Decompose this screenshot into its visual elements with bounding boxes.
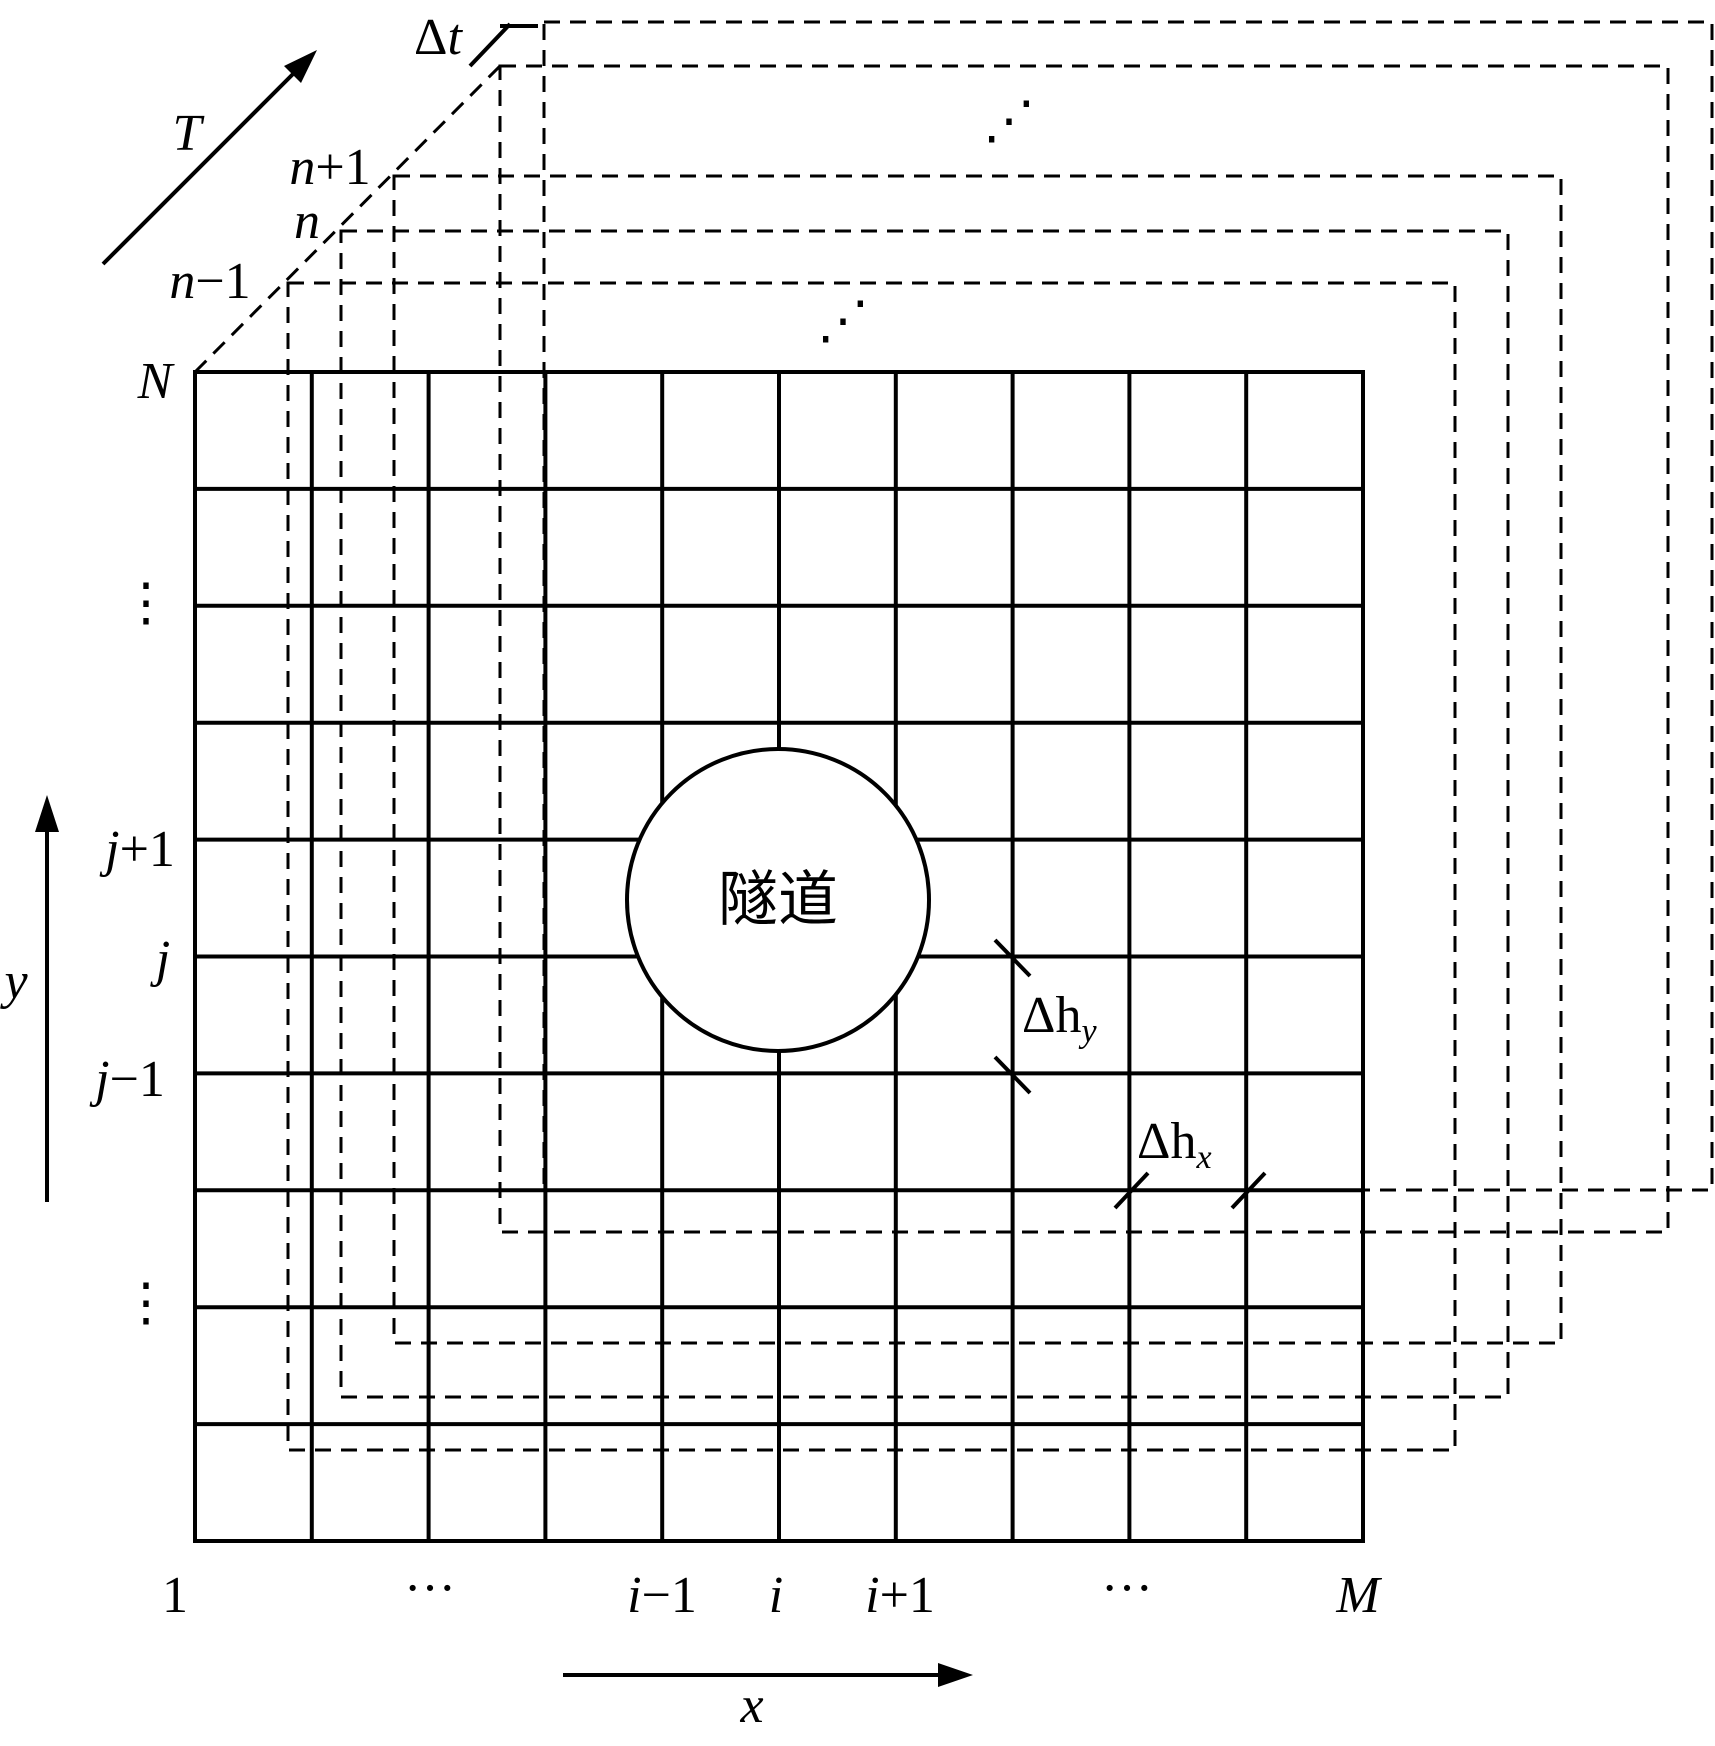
delta-hx-marker <box>1113 1171 1267 1210</box>
time-layer-frames <box>193 20 1714 1452</box>
t-axis-label: T <box>173 105 205 162</box>
time-layer-n-plus-1-frame <box>392 174 1563 1345</box>
tunnel-label: 隧道 <box>718 865 838 935</box>
delta-hx-label: Δhx <box>1137 1113 1212 1176</box>
x-axis-arrow <box>563 1663 973 1687</box>
y-tick-j-minus-1: j−1 <box>89 1051 165 1108</box>
x-tick-i-plus-1: i+1 <box>865 1567 935 1624</box>
y-tick-j-plus-1: j+1 <box>99 821 175 878</box>
time-dots-near: ⋰ <box>817 293 869 350</box>
y-tick-dots-upper: ⋮ <box>120 575 172 632</box>
x-tick-dots-right: ··· <box>1101 1560 1153 1617</box>
time-dots-far: ⋰ <box>983 93 1035 150</box>
x-tick-i-minus-1: i−1 <box>627 1567 697 1624</box>
time-layer-far-frame <box>498 64 1670 1234</box>
y-tick-top: N <box>137 353 176 410</box>
time-diagonal <box>193 64 502 374</box>
time-axis-arrow <box>101 50 317 266</box>
delta-hy-label: Δhy <box>1022 987 1097 1050</box>
time-label-n-plus-1: n+1 <box>289 139 370 196</box>
time-layer-n-frame <box>339 229 1510 1399</box>
x-axis-label: x <box>739 1677 763 1734</box>
tunnel-circle <box>625 747 931 1053</box>
delta-hy-marker <box>993 938 1032 1095</box>
y-tick-dots-lower: ⋮ <box>120 1275 172 1332</box>
time-layer-n-minus-1-frame <box>286 281 1457 1452</box>
y-axis-arrow <box>35 795 59 1202</box>
x-tick-i: i <box>769 1567 783 1624</box>
time-label-delta-t: Δt <box>414 9 463 66</box>
x-tick-first: 1 <box>162 1567 188 1624</box>
delta-t-marker <box>468 22 538 68</box>
y-axis-label: y <box>0 953 28 1010</box>
y-tick-j: j <box>150 931 170 988</box>
x-tick-last: M <box>1335 1567 1382 1624</box>
time-label-n: n <box>294 193 320 250</box>
x-tick-dots-left: ··· <box>404 1560 456 1617</box>
time-label-n-minus-1: n−1 <box>169 253 250 310</box>
